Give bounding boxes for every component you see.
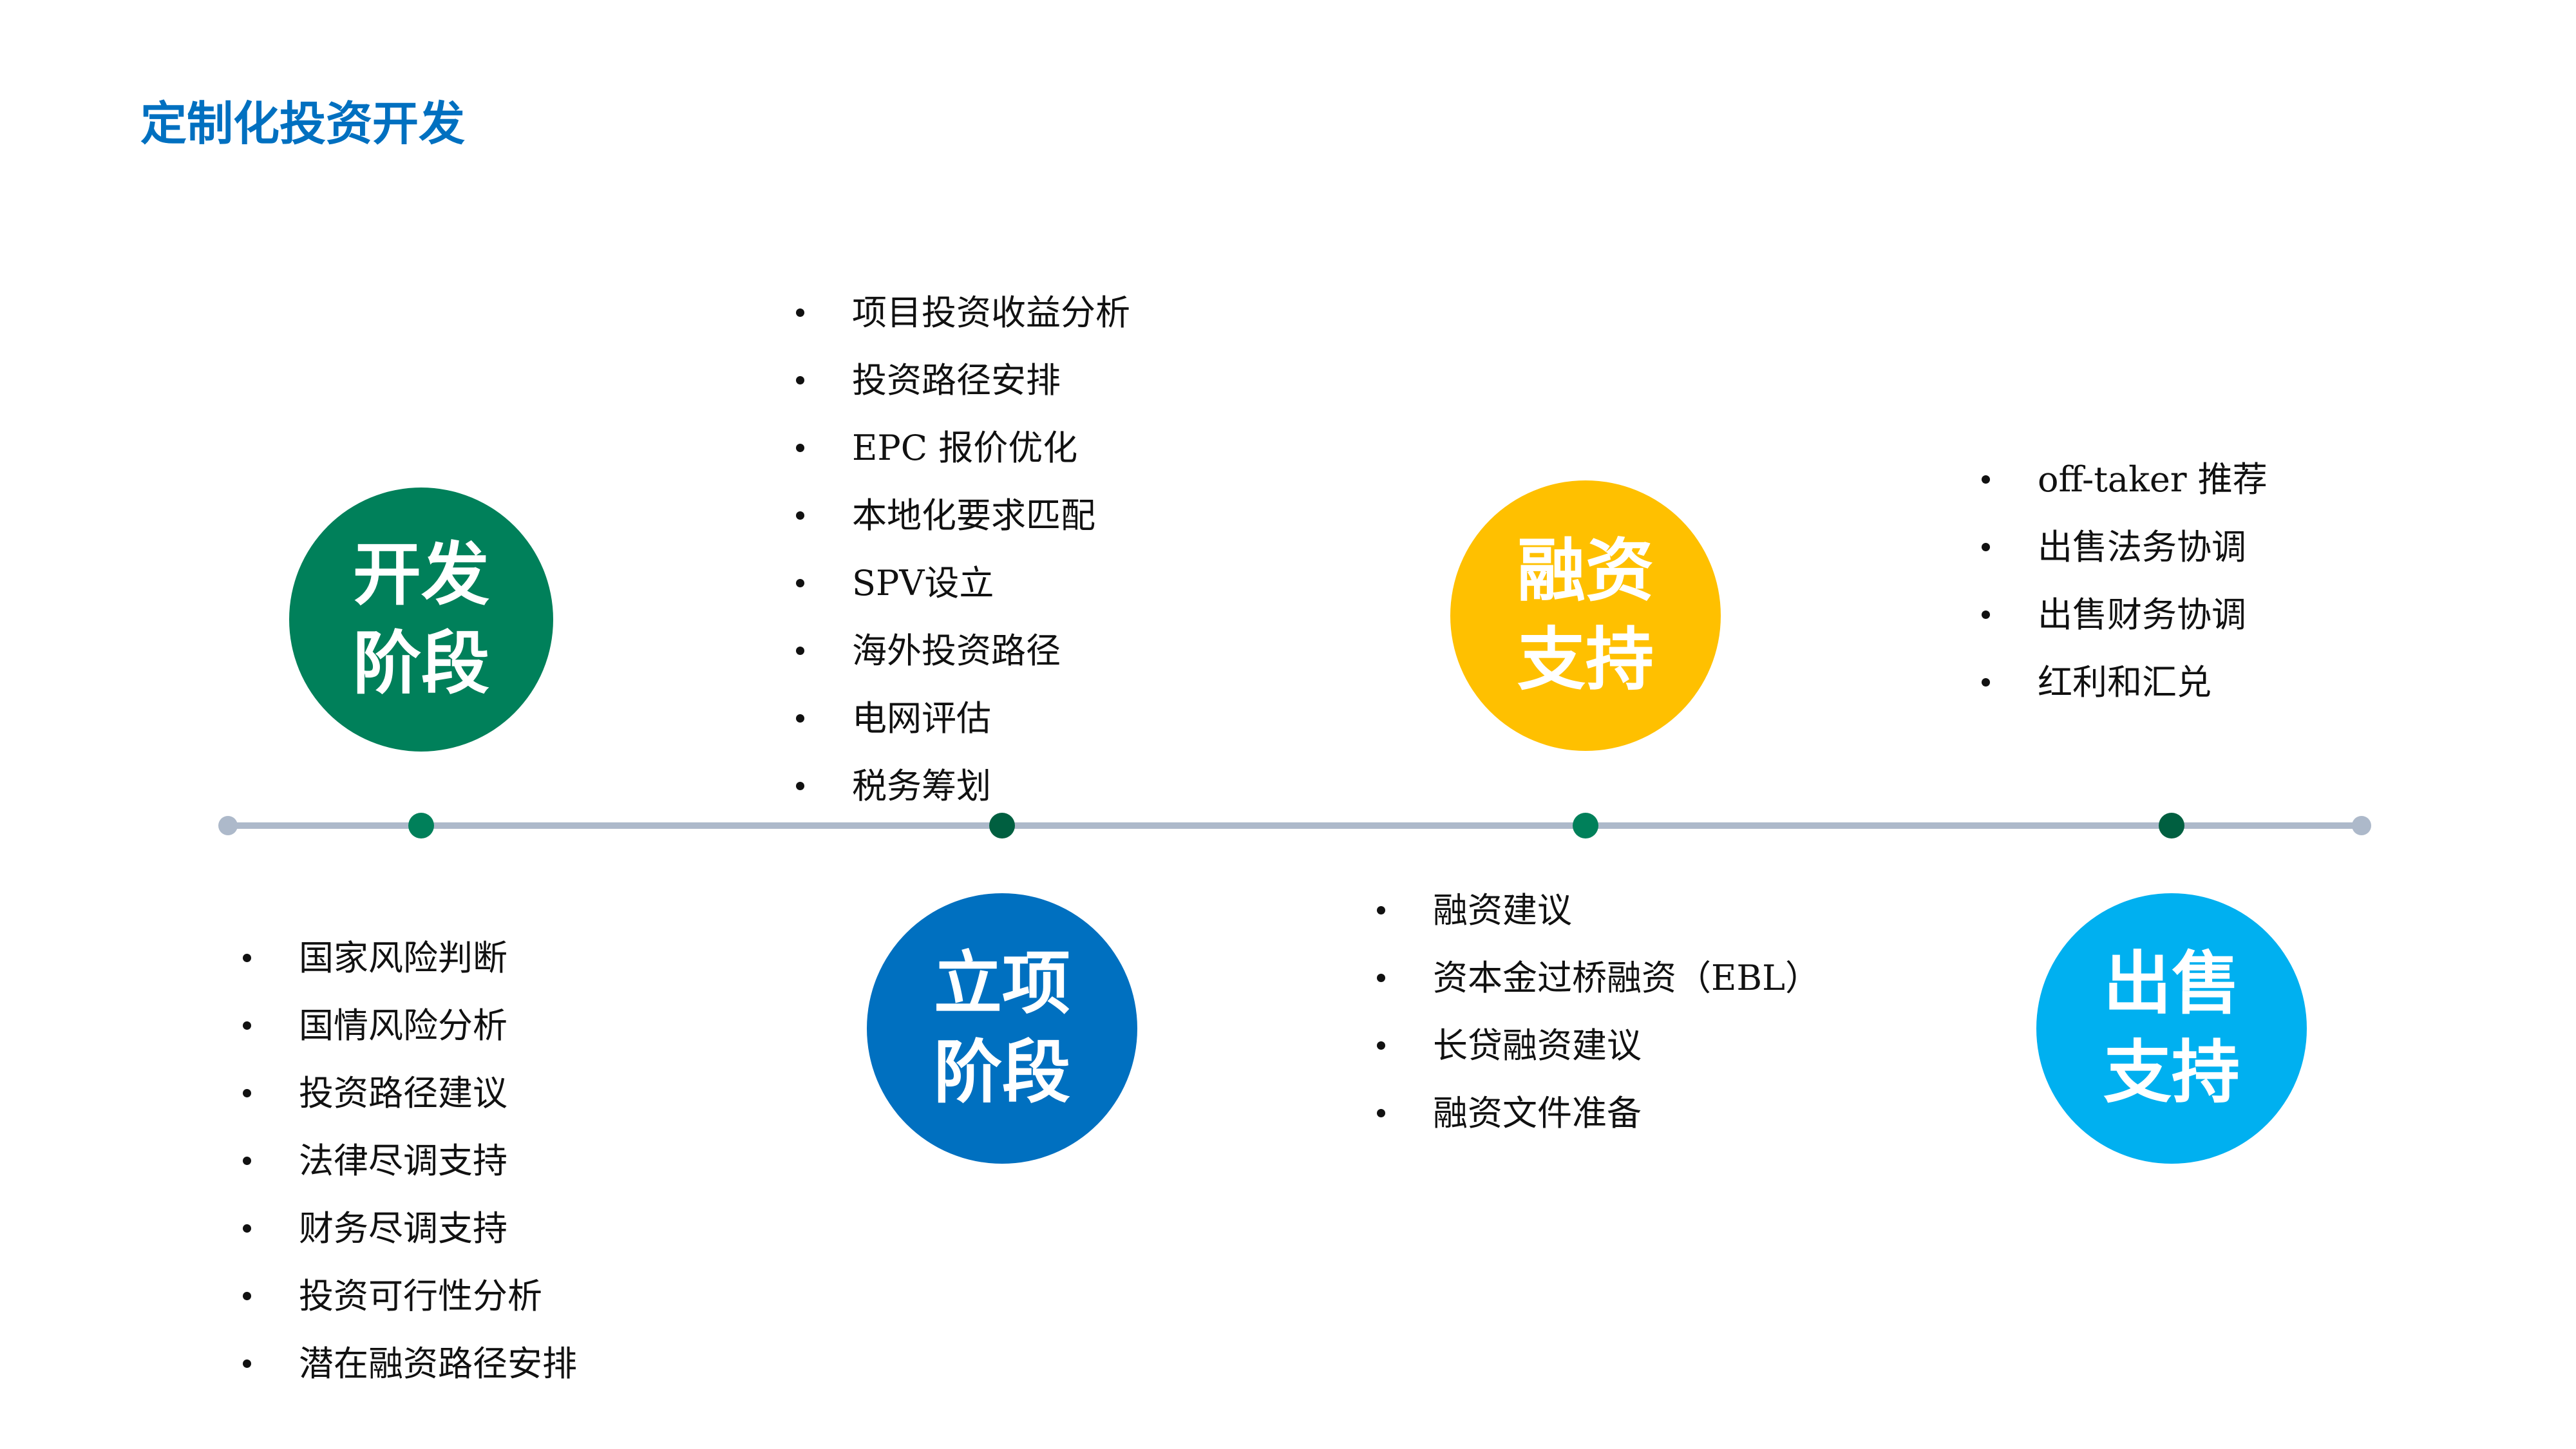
list-item-text: 税务筹划 [852,766,991,806]
stage-label-line1: 出售 [2103,944,2240,1023]
bullet-icon [1982,678,1990,687]
stage-label-line2: 支持 [1517,620,1654,699]
stage-circle-sale: 出售 支持 [2036,893,2307,1164]
list-item-text: 红利和汇兑 [2038,662,2211,703]
stage-circle-development: 开发 阶段 [289,488,553,752]
stage-label-line2: 阶段 [353,624,489,703]
stage-label-line2: 支持 [2103,1033,2240,1112]
list-item-text: off-taker 推荐 [2038,459,2268,500]
bullet-icon [796,714,804,723]
timeline-node-sale [2159,813,2184,838]
list-item-text: 项目投资收益分析 [852,292,1130,333]
list-item-text: 国情风险分析 [299,1005,507,1046]
list-item-text: 投资可行性分析 [299,1276,542,1316]
bullet-icon [796,647,804,655]
bullet-icon [796,782,804,790]
list-item-text: 电网评估 [852,698,991,739]
timeline-node-approval [989,813,1015,838]
bullet-icon [796,444,804,452]
bullet-icon [243,1292,251,1300]
list-item-text: 潜在融资路径安排 [299,1343,577,1384]
bullet-icon [1982,475,1990,484]
list-item-text: 资本金过桥融资（EBL） [1433,958,1820,998]
timeline-node-financing [1573,813,1598,838]
list-item-text: 投资路径建议 [299,1073,507,1113]
timeline-end-dot [2352,816,2371,835]
bullet-icon [1982,543,1990,551]
list-item-text: EPC 报价优化 [852,428,1078,468]
page-title: 定制化投资开发 [140,97,466,151]
list-item-text: 出售财务协调 [2038,594,2246,635]
bullet-icon [1377,974,1385,982]
list-item-text: 海外投资路径 [852,630,1061,671]
timeline [228,822,2362,829]
bullet-icon [243,1224,251,1233]
bullet-icon [243,954,251,962]
stage-circle-approval: 立项 阶段 [867,893,1137,1164]
bullet-icon [243,1157,251,1165]
bullet-icon [1377,1109,1385,1117]
list-item-text: 融资文件准备 [1433,1093,1642,1133]
list-item-text: 长贷融资建议 [1433,1025,1642,1066]
stage-circle-financing: 融资 支持 [1450,480,1721,751]
stage-label-line1: 融资 [1517,531,1654,611]
bullet-icon [796,579,804,587]
bullet-icon [243,1021,251,1030]
bullet-icon [796,511,804,520]
bullet-icon [243,1359,251,1368]
bullet-icon [243,1089,251,1097]
stage-label-line1: 开发 [353,535,489,614]
bullet-icon [796,376,804,384]
bullet-icon [1377,906,1385,914]
list-item-text: 出售法务协调 [2038,527,2246,567]
timeline-start-dot [218,816,238,835]
list-item-text: 财务尽调支持 [299,1208,507,1249]
stage-label-line1: 立项 [934,944,1070,1023]
timeline-node-development [408,813,434,838]
bullet-icon [1982,611,1990,619]
list-item-text: 本地化要求匹配 [852,495,1095,536]
list-item-text: 法律尽调支持 [299,1141,507,1181]
list-item-text: 国家风险判断 [299,938,507,978]
stage-label-line2: 阶段 [934,1033,1070,1112]
list-item-text: SPV设立 [852,563,994,603]
bullet-icon [1377,1041,1385,1050]
list-item-text: 融资建议 [1433,890,1572,931]
list-item-text: 投资路径安排 [852,360,1061,401]
bullet-icon [796,308,804,317]
